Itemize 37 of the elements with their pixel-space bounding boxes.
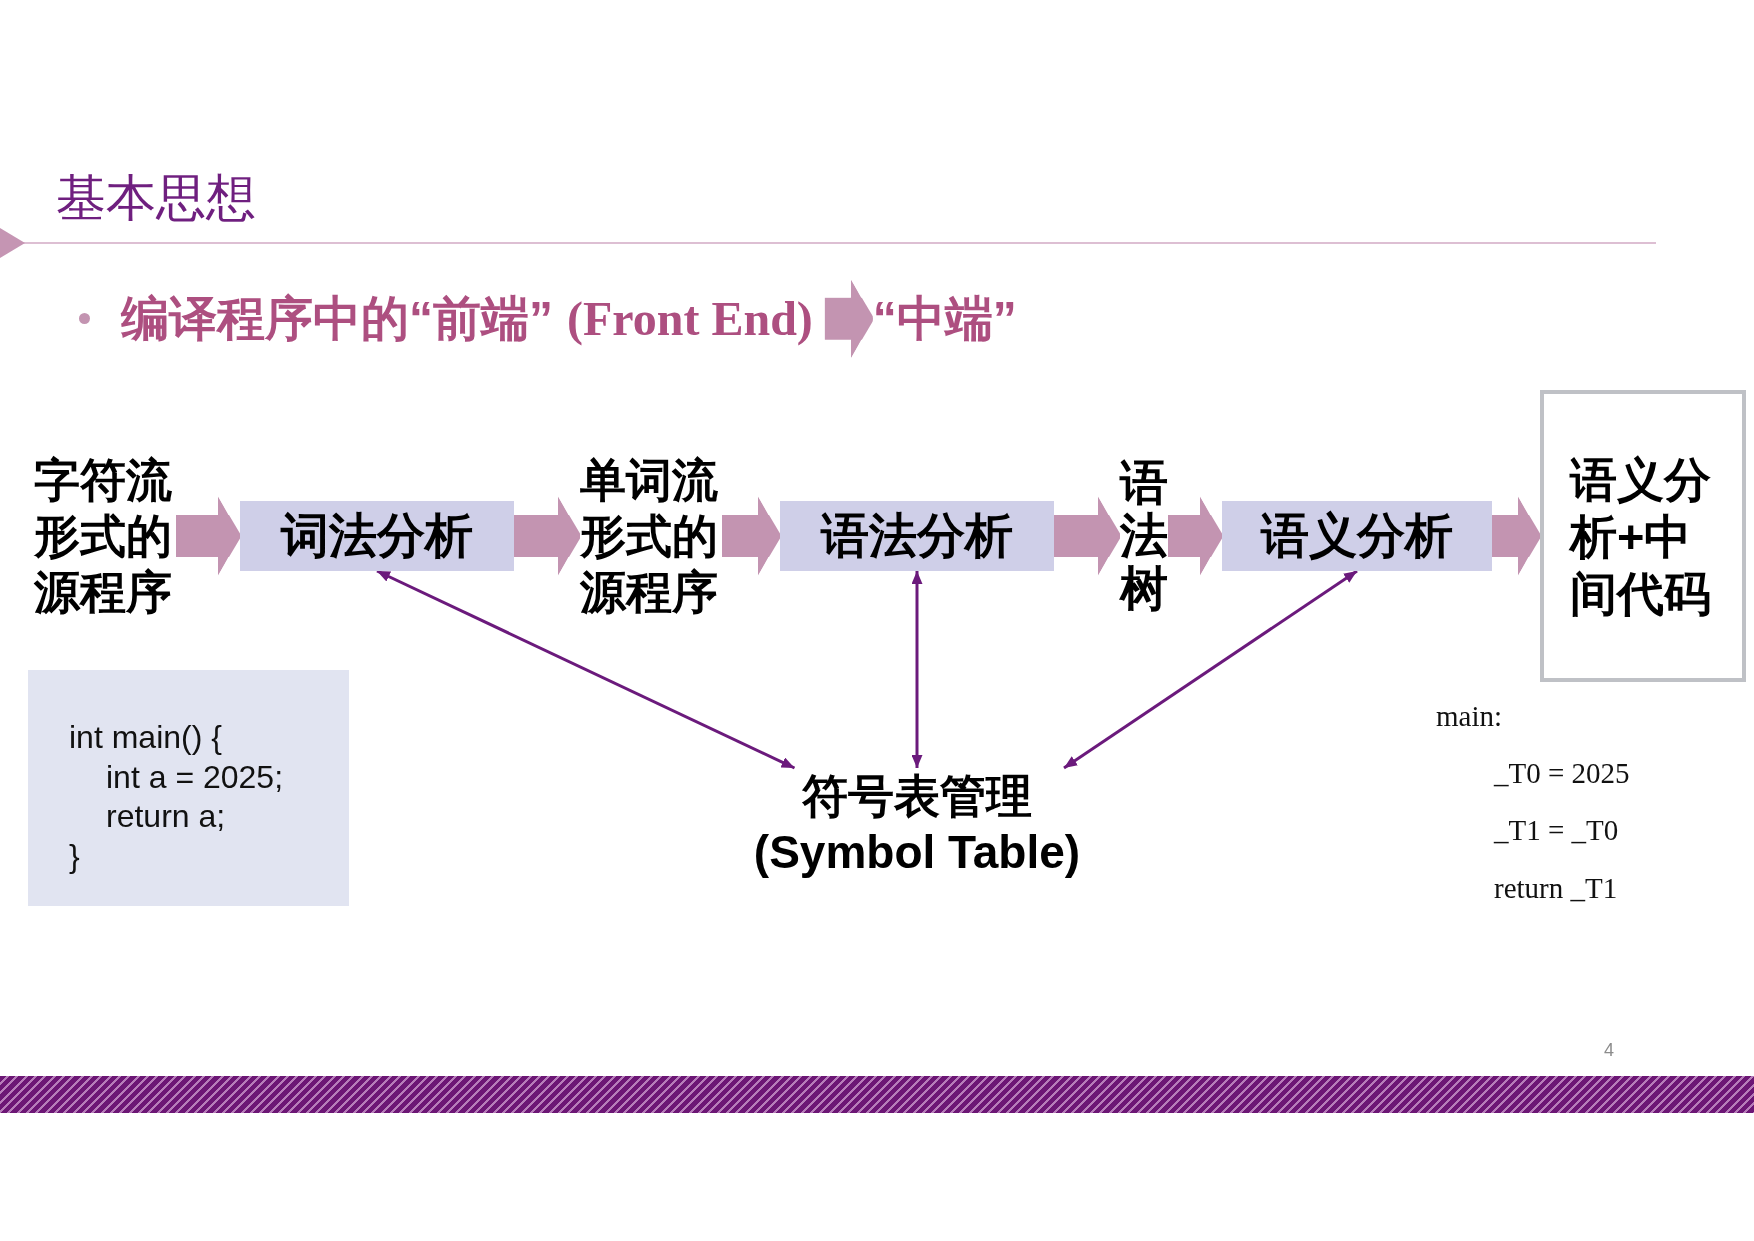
box-label: 词法分析 xyxy=(281,508,473,565)
symbol-table-label: 符号表管理 (Symbol Table) xyxy=(742,768,1092,880)
process-box xyxy=(240,501,514,571)
code-panel xyxy=(28,670,349,906)
code-line: return _T1 xyxy=(1494,871,1618,906)
code-line: } xyxy=(69,836,80,876)
block-arrow xyxy=(514,496,580,576)
block-arrow xyxy=(1492,496,1540,576)
flow-label: 字符流形式的源程序 xyxy=(34,452,176,620)
box-label: 语义分析 xyxy=(1261,508,1453,565)
block-arrow xyxy=(1054,496,1120,576)
code-line: _T1 = _T0 xyxy=(1494,813,1619,848)
flow-label: 语法树 xyxy=(1120,457,1168,616)
framed-box xyxy=(1540,390,1746,682)
code-line: int a = 2025; xyxy=(106,757,284,797)
box-label: 语法分析 xyxy=(821,508,1013,565)
page-number: 4 xyxy=(1604,1039,1614,1061)
double-headed-arrow xyxy=(911,571,923,768)
process-box xyxy=(1222,501,1492,571)
code-line: int main() { xyxy=(69,718,222,757)
block-arrow xyxy=(722,496,780,576)
flow-label: 单词流形式的源程序 xyxy=(580,452,722,620)
hatched-band xyxy=(0,1076,1754,1113)
double-headed-arrow xyxy=(1063,569,1358,770)
heading-text: 编译程序中的“前端” xyxy=(121,292,553,345)
block-arrow xyxy=(176,496,240,576)
heading-text: (Front End) xyxy=(567,292,813,345)
code-line: main: xyxy=(1436,699,1503,734)
heading-text: “中端” xyxy=(872,290,1017,348)
slide-title: 基本思想 xyxy=(56,169,256,228)
code-line: _T0 = 2025 xyxy=(1494,756,1630,791)
block-arrow xyxy=(1168,496,1222,576)
box-label: 语义分析+中间代码 xyxy=(1570,451,1712,622)
block-arrow xyxy=(824,278,873,359)
process-box xyxy=(780,501,1054,571)
code-line: return a; xyxy=(106,797,226,836)
double-headed-arrow xyxy=(376,569,796,770)
